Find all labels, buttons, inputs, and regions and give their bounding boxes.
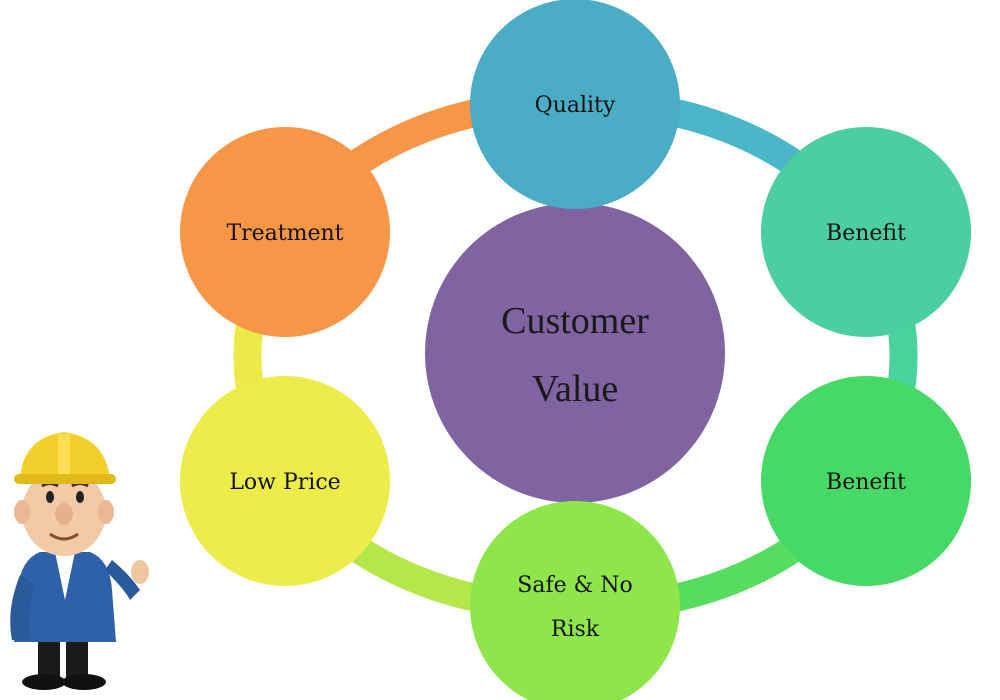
node-label-safe-line2: Risk: [551, 617, 600, 642]
node-benefit-1: Benefit: [761, 127, 971, 337]
node-label-quality: Quality: [535, 93, 616, 118]
node-circle-low-price: [180, 376, 390, 586]
node-treatment: Treatment: [180, 127, 390, 337]
node-circle-safe: [470, 501, 680, 700]
node-label-benefit-1: Benefit: [826, 221, 906, 246]
node-circle-quality: [470, 0, 680, 209]
node-circle-benefit-1: [761, 127, 971, 337]
node-low-price: Low Price: [180, 376, 390, 586]
center-label-line1: Customer: [501, 300, 649, 342]
center-label-line2: Value: [532, 368, 619, 410]
node-circle-benefit-2: [761, 376, 971, 586]
node-label-treatment: Treatment: [226, 221, 343, 246]
node-benefit-2: Benefit: [761, 376, 971, 586]
node-safe: Safe & No Risk: [470, 501, 680, 700]
node-circle-treatment: [180, 127, 390, 337]
node-quality: Quality: [470, 0, 680, 209]
construction-worker-mascot-icon: [10, 432, 149, 690]
node-label-low-price: Low Price: [229, 470, 340, 495]
node-label-benefit-2: Benefit: [826, 470, 906, 495]
center-circle: Customer Value: [425, 203, 725, 503]
node-label-safe-line1: Safe & No: [517, 573, 632, 598]
